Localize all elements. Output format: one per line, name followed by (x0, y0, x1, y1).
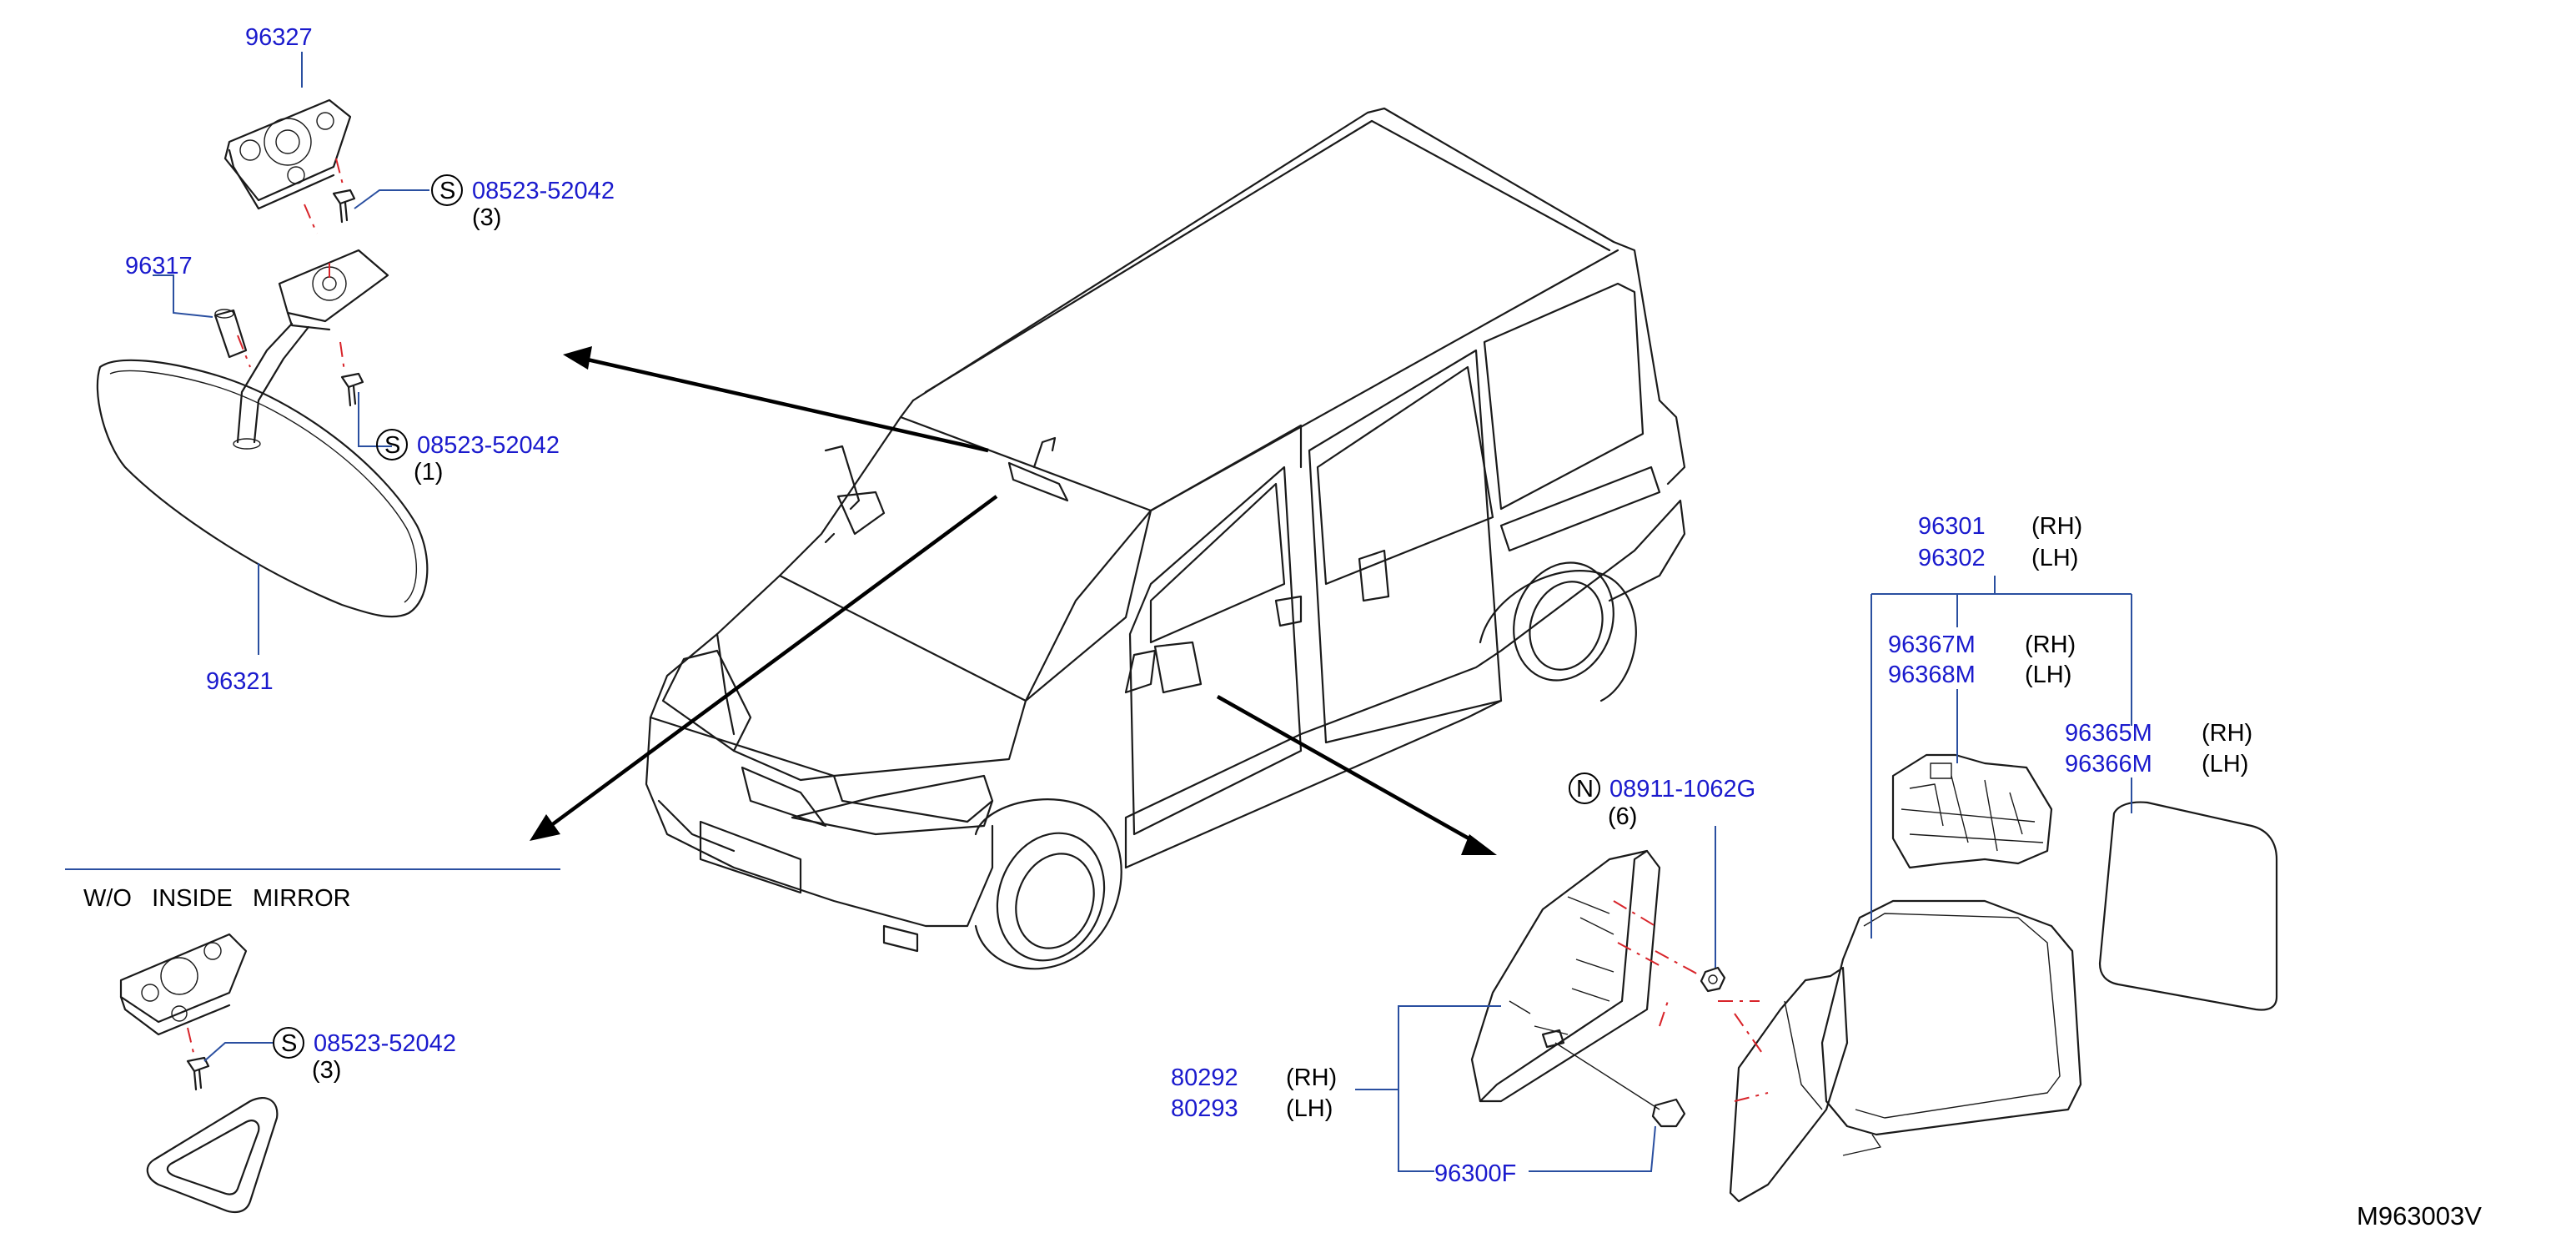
part-number-96317[interactable]: 96317 (125, 253, 193, 279)
screw-symbol-icon (376, 429, 408, 460)
quantity-label: (3) (312, 1057, 341, 1084)
arrow-icon (1216, 695, 1478, 844)
part-number-08523-52042[interactable]: 08523-52042 (472, 178, 615, 204)
part-number-08523-52042[interactable]: 08523-52042 (417, 432, 560, 459)
nut-callout: N 08911-1062G (6) (1569, 772, 1755, 830)
van-illustration (645, 107, 1686, 970)
part-number-08911-1062G[interactable]: 08911-1062G (1609, 776, 1755, 803)
part-number-96321[interactable]: 96321 (206, 668, 274, 695)
part-number-96327[interactable]: 96327 (245, 24, 313, 51)
labels: 96327 S 08523-52042 (3) 96317 S 08523-52… (83, 24, 2482, 1230)
side-label: (RH) (2202, 720, 2252, 747)
side-label: (LH) (2202, 751, 2248, 778)
screw-symbol: S (439, 178, 455, 204)
arrow-icon (530, 814, 560, 841)
nut-symbol-icon (1569, 772, 1600, 804)
part-number-96367M[interactable]: 96367M (1888, 632, 1976, 658)
part-number-96301[interactable]: 96301 (1918, 513, 1986, 540)
outside-mirror-assembly (1470, 753, 2278, 1203)
inside-mirror-assembly (96, 98, 429, 618)
part-number-80293[interactable]: 80293 (1171, 1095, 1238, 1122)
leader-lines (153, 52, 2132, 1172)
side-label: (RH) (2031, 513, 2082, 540)
screw-callout-mid: S 08523-52042 (1) (376, 429, 560, 486)
screw-symbol: S (384, 432, 400, 459)
side-label: (LH) (2025, 662, 2071, 688)
side-label: (LH) (1286, 1095, 1333, 1122)
arrow-icon (549, 495, 998, 828)
screw-symbol: S (281, 1030, 297, 1057)
side-label: (RH) (1286, 1064, 1337, 1091)
wo-mirror-parts (119, 933, 279, 1214)
arrow-icon (563, 346, 592, 370)
screw-symbol-icon (431, 174, 463, 206)
quantity-label: (3) (472, 204, 501, 231)
screw-symbol-icon (273, 1027, 304, 1059)
side-label: (RH) (2025, 632, 2076, 658)
quantity-label: (1) (414, 459, 443, 486)
diagram-code: M963003V (2357, 1201, 2482, 1230)
nut-symbol: N (1576, 776, 1594, 803)
quantity-label: (6) (1608, 803, 1637, 830)
callout-arrows (530, 346, 1497, 855)
part-number-80292[interactable]: 80292 (1171, 1064, 1238, 1091)
side-label: (LH) (2031, 545, 2078, 571)
arrow-icon (583, 356, 989, 453)
part-number-08523-52042[interactable]: 08523-52042 (314, 1030, 456, 1057)
screw-callout-wo: S 08523-52042 (3) (273, 1027, 456, 1084)
section-title: W/O INSIDE MIRROR (83, 885, 351, 912)
part-number-96300F[interactable]: 96300F (1434, 1160, 1516, 1187)
arrow-icon (1461, 834, 1497, 855)
part-number-96368M[interactable]: 96368M (1888, 662, 1976, 688)
screw-callout-top: S 08523-52042 (3) (431, 174, 615, 231)
part-number-96366M[interactable]: 96366M (2065, 751, 2152, 778)
part-number-96302[interactable]: 96302 (1918, 545, 1986, 571)
part-number-96365M[interactable]: 96365M (2065, 720, 2152, 747)
